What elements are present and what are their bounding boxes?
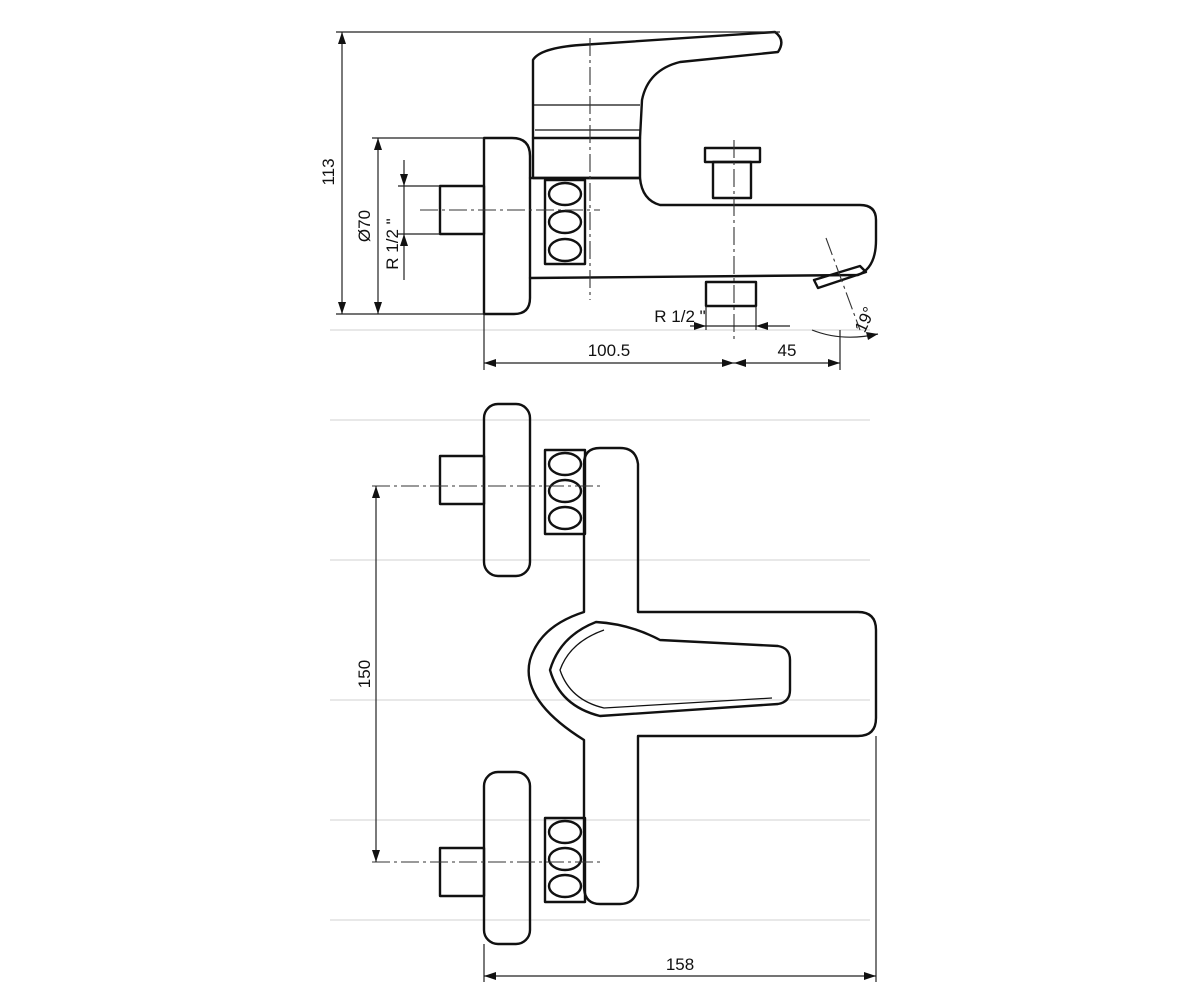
top-view: 150 158 <box>355 402 878 982</box>
dim-158: 158 <box>666 955 694 974</box>
dim-100-5: 100.5 <box>588 341 631 360</box>
dim-diameter-70: Ø70 <box>355 210 374 242</box>
top-mixer-body <box>527 446 878 906</box>
side-diverter-knob <box>703 146 762 164</box>
top-flange-upper <box>482 402 532 578</box>
side-mixer-body <box>528 176 878 280</box>
side-bottom-outlet <box>704 280 758 308</box>
background-texture <box>330 329 870 921</box>
dim-150: 150 <box>355 660 374 688</box>
top-lever-handle <box>548 620 792 718</box>
dim-45: 45 <box>778 341 797 360</box>
side-lever-handle <box>531 30 783 140</box>
side-wall-flange <box>482 136 532 316</box>
side-connector-nut <box>543 178 587 266</box>
top-flange-lower <box>482 770 532 946</box>
side-aerator <box>812 264 868 290</box>
top-nipple-upper <box>438 454 486 506</box>
dim-113: 113 <box>319 158 338 185</box>
dim-angle-19: 19° <box>851 304 879 335</box>
side-view: 113 Ø70 R 1/2 " R 1/2 " 100.5 45 <box>319 30 879 370</box>
side-cartridge-ring <box>531 136 642 180</box>
top-nipple-lower <box>438 846 486 898</box>
dim-thread-inlet: R 1/2 " <box>383 218 402 269</box>
dim-thread-outlet: R 1/2 " <box>654 307 705 326</box>
